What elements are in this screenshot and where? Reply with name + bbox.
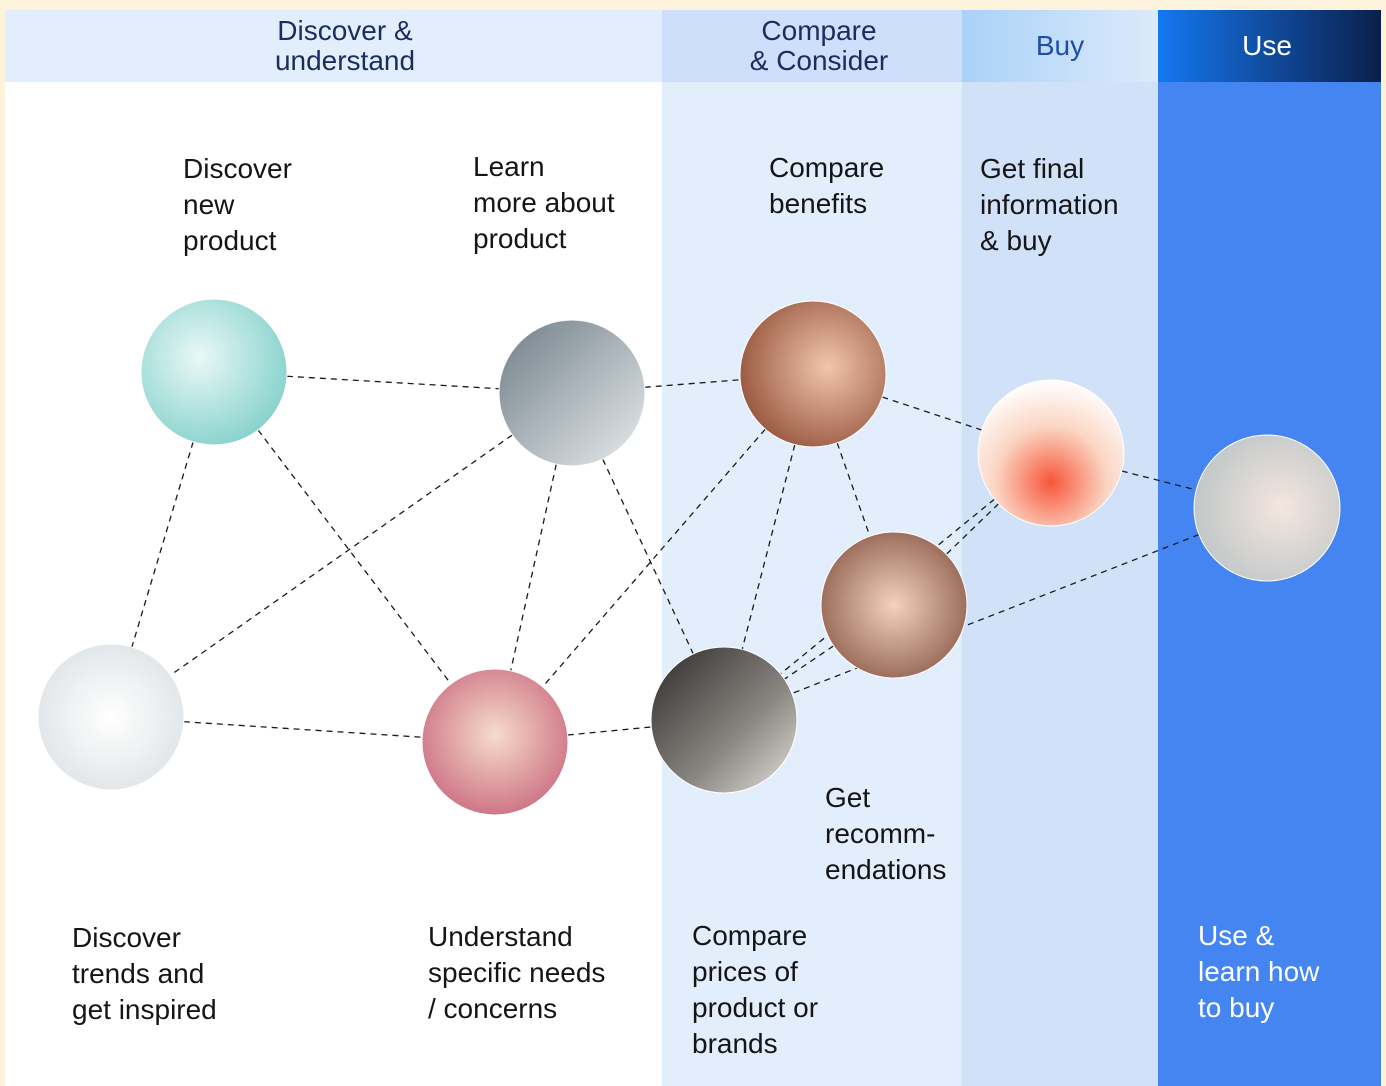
label-final-information: Get final information & buy bbox=[980, 153, 1119, 256]
connection-compare-benefits-to-final-info bbox=[882, 396, 982, 431]
connection-final-info-to-use-learn bbox=[1121, 470, 1197, 491]
use-header-band bbox=[1158, 10, 1381, 82]
connection-needs-to-prices bbox=[567, 726, 652, 736]
label-compare-benefits: Compare benefits bbox=[769, 152, 885, 219]
connection-discover-new-to-trends bbox=[131, 441, 194, 648]
connection-final-info-to-recommendations bbox=[945, 503, 1000, 555]
connection-trends-to-needs bbox=[183, 721, 423, 738]
stage-header-buy: Buy bbox=[1035, 30, 1085, 61]
connection-compare-benefits-to-needs bbox=[542, 428, 766, 688]
phone-in-hand-photo bbox=[498, 319, 646, 467]
applying-makeup-photo bbox=[739, 300, 887, 448]
connection-learn-more-to-needs bbox=[510, 464, 557, 671]
label-use-learn: Use & learn how to buy bbox=[1198, 920, 1320, 1023]
label-understand-needs: Understand specific needs / concerns bbox=[428, 921, 606, 1024]
office-laptop-photo bbox=[650, 646, 798, 794]
buy-header-band bbox=[962, 10, 1158, 82]
stage-header-discover: Discover & understand bbox=[274, 15, 416, 76]
connection-compare-benefits-to-prices bbox=[741, 444, 796, 650]
connection-learn-more-to-prices bbox=[602, 458, 694, 655]
label-learn-more: Learn more about product bbox=[473, 151, 615, 254]
connection-learn-more-to-trends bbox=[170, 434, 513, 676]
happy-woman-photo bbox=[977, 379, 1125, 527]
buy-panel bbox=[962, 82, 1158, 1086]
connection-discover-new-to-needs bbox=[257, 429, 452, 685]
discover-header-band bbox=[5, 10, 662, 82]
connection-compare-benefits-to-recommendations bbox=[836, 442, 871, 537]
stage-header-use: Use bbox=[1242, 30, 1292, 61]
connection-final-info-to-prices bbox=[780, 498, 995, 675]
hand-with-cream-photo bbox=[1193, 434, 1341, 582]
label-discover-trends: Discover trends and get inspired bbox=[72, 922, 217, 1025]
connection-learn-more-to-compare-benefits bbox=[644, 379, 741, 388]
two-women-phone-photo bbox=[820, 531, 968, 679]
label-compare-prices: Compare prices of product or brands bbox=[692, 920, 819, 1059]
stage-header-compare: Compare & Consider bbox=[749, 15, 889, 76]
eye-patches-face-photo bbox=[421, 668, 569, 816]
connection-discover-new-to-learn-more bbox=[286, 375, 500, 390]
smartphone-hand-photo bbox=[37, 643, 185, 791]
use-panel bbox=[1158, 82, 1381, 1086]
label-recommendations: Get recomm- endations bbox=[825, 782, 947, 885]
discover-panel bbox=[5, 82, 662, 1086]
photo-nodes bbox=[37, 298, 1341, 816]
label-discover-new-product: Discover new product bbox=[183, 153, 292, 256]
skincare-products-photo bbox=[140, 298, 288, 446]
connection-recommendations-to-prices bbox=[784, 645, 834, 680]
compare-header-band bbox=[662, 10, 962, 82]
